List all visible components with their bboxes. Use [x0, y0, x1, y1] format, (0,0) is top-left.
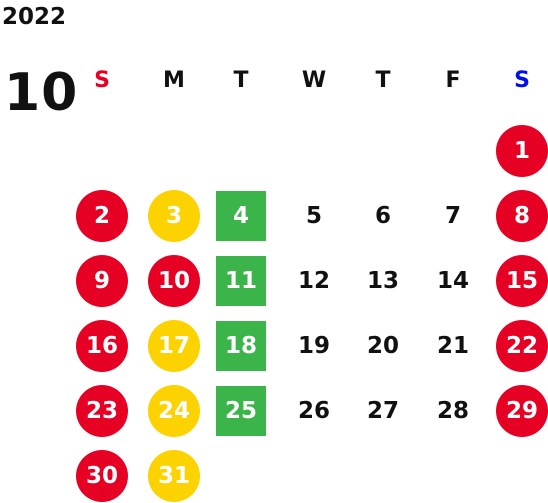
day-22: 22 — [496, 320, 548, 372]
day-28: 28 — [436, 398, 469, 424]
day-6: 6 — [374, 203, 391, 229]
day-23: 23 — [76, 385, 128, 437]
day-26: 26 — [297, 398, 330, 424]
weekday-tuesday: T — [233, 68, 249, 93]
day-16: 16 — [76, 320, 128, 372]
day-7: 7 — [444, 203, 461, 229]
weekday-sunday: S — [94, 68, 110, 93]
day-31: 31 — [148, 450, 200, 502]
day-8: 8 — [496, 190, 548, 242]
day-12: 12 — [297, 268, 330, 294]
day-24: 24 — [148, 385, 200, 437]
day-13: 13 — [366, 268, 399, 294]
day-10: 10 — [148, 255, 200, 307]
day-11: 11 — [216, 256, 266, 306]
day-17: 17 — [148, 320, 200, 372]
day-19: 19 — [297, 333, 330, 359]
day-20: 20 — [366, 333, 399, 359]
day-1: 1 — [496, 125, 548, 177]
weekday-saturday: S — [514, 68, 530, 93]
day-18: 18 — [216, 321, 266, 371]
year-label: 2022 — [2, 4, 67, 30]
day-15: 15 — [496, 255, 548, 307]
weekday-friday: F — [445, 68, 461, 93]
day-29: 29 — [496, 385, 548, 437]
day-25: 25 — [216, 386, 266, 436]
day-30: 30 — [76, 450, 128, 502]
day-14: 14 — [436, 268, 469, 294]
day-21: 21 — [436, 333, 469, 359]
weekday-thursday: T — [375, 68, 391, 93]
weekday-monday: M — [163, 68, 185, 93]
day-3: 3 — [148, 190, 200, 242]
day-27: 27 — [366, 398, 399, 424]
day-5: 5 — [305, 203, 322, 229]
weekday-wednesday: W — [301, 68, 327, 93]
day-2: 2 — [76, 190, 128, 242]
day-4: 4 — [216, 191, 266, 241]
day-9: 9 — [76, 255, 128, 307]
month-label: 10 — [4, 63, 79, 123]
